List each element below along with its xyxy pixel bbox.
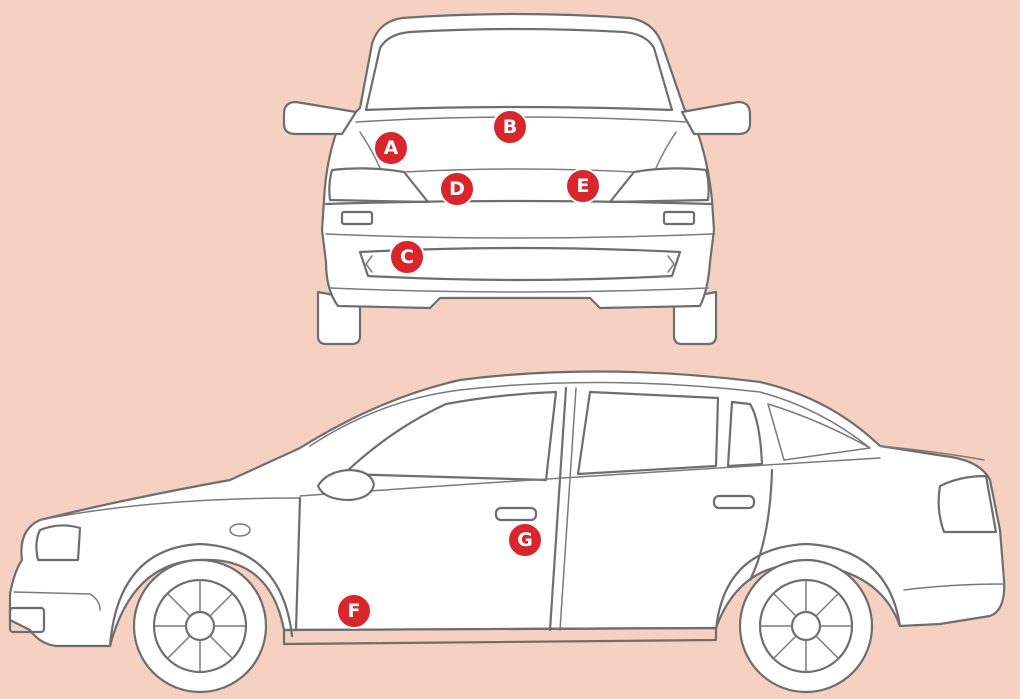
rocker-panel xyxy=(284,628,716,644)
front-wheel xyxy=(134,560,266,692)
marker-f[interactable]: F xyxy=(336,593,372,629)
marker-c[interactable]: C xyxy=(389,239,425,275)
marker-b[interactable]: B xyxy=(492,109,528,145)
rear-wheel xyxy=(740,560,872,692)
marker-e[interactable]: E xyxy=(565,168,601,204)
marker-d[interactable]: D xyxy=(439,171,475,207)
marker-g[interactable]: G xyxy=(507,522,543,558)
marker-a[interactable]: A xyxy=(373,130,409,166)
